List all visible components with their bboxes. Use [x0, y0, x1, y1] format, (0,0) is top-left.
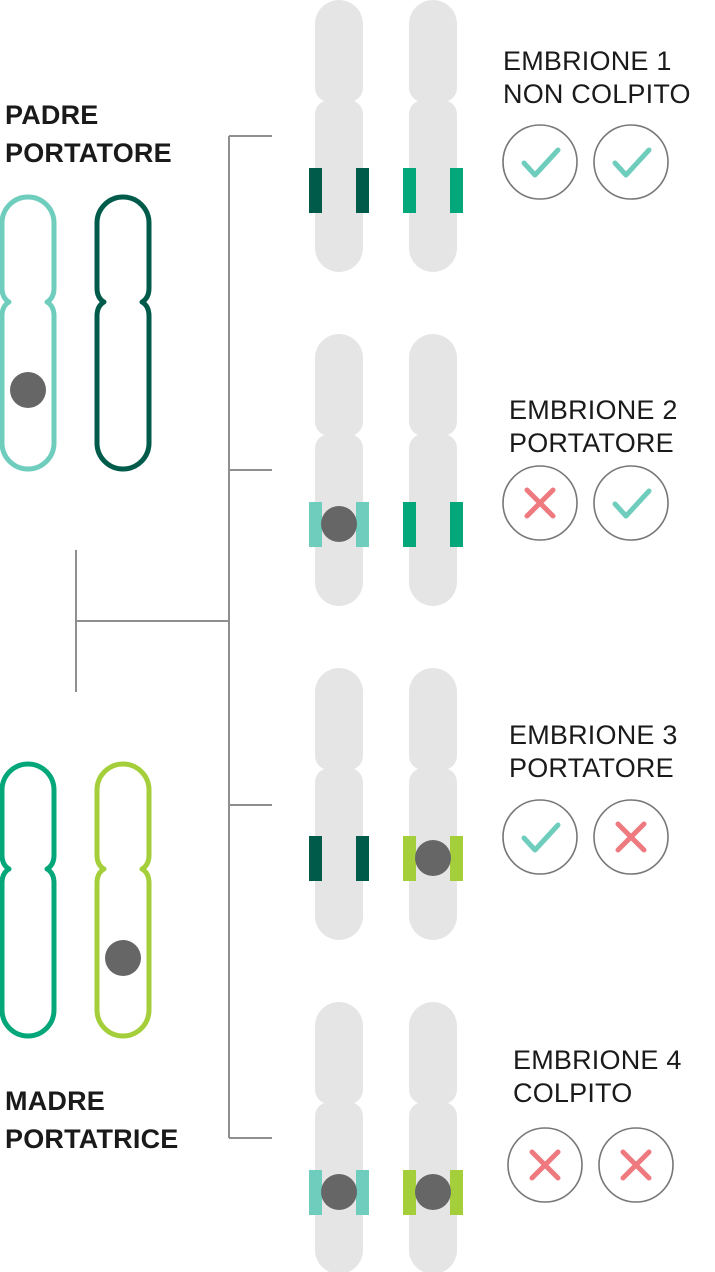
parent-chromosomes [0, 194, 152, 1039]
mother-chromosome-1-outline [0, 761, 57, 1039]
embryo-2-label-line2: PORTATORE [509, 428, 674, 458]
embryo-2-right-band-b [450, 502, 463, 547]
embryo-4-right-band-b [450, 1170, 463, 1215]
embryo-3-label-line1: EMBRIONE 3 [509, 720, 678, 750]
embryo-3-left-band-b [356, 836, 369, 881]
embryo-3-marker-1-check-icon [521, 822, 561, 853]
embryo-1 [309, 0, 669, 272]
embryo-4-marker-2 [598, 1127, 674, 1203]
embryo-rows [309, 0, 674, 1272]
father-label: PADRE PORTATORE [5, 96, 172, 172]
embryo-1-chromosome-left [315, 0, 363, 272]
embryo-2-right-band-a [403, 502, 416, 547]
father-chromosome-1 [0, 194, 57, 472]
embryo-3-left-band-a [309, 836, 322, 881]
embryo-2-label: EMBRIONE 2 PORTATORE [509, 394, 678, 460]
embryo-2 [309, 334, 669, 606]
embryo-4-left-band-b [356, 1170, 369, 1215]
mother-label-line1: MADRE [5, 1086, 105, 1116]
embryo-1-right-band-a [403, 168, 416, 213]
embryo-1-left-band-b [356, 168, 369, 213]
embryo-4-chromosome-right [409, 1002, 457, 1272]
embryo-3 [309, 668, 669, 940]
embryo-3-label-line2: PORTATORE [509, 753, 674, 783]
embryo-2-left-mutation-dot [321, 506, 357, 542]
embryo-2-left-band-b [356, 502, 369, 547]
embryo-4-right-band-a [403, 1170, 416, 1215]
embryo-1-marker-1-circle [502, 124, 578, 200]
embryo-3-marker-2-cross-icon [615, 821, 647, 853]
embryo-1-marker-1-check-icon [521, 147, 561, 178]
embryo-1-label: EMBRIONE 1 NON COLPITO [503, 45, 691, 111]
embryo-2-marker-2-check-icon [612, 488, 652, 519]
embryo-3-chromosome-left [315, 668, 363, 940]
embryo-1-label-line2: NON COLPITO [503, 79, 691, 109]
embryo-3-marker-1-circle [502, 799, 578, 875]
father-chromosome-1-mutation-dot [10, 372, 46, 408]
mother-chromosome-2-outline [94, 761, 152, 1039]
embryo-3-label: EMBRIONE 3 PORTATORE [509, 719, 678, 785]
embryo-3-right-mutation-dot [415, 840, 451, 876]
embryo-2-chromosome-left [315, 334, 363, 606]
tree-connector-lines [75, 135, 272, 1139]
embryo-1-left-band-a [309, 168, 322, 213]
mother-chromosome-2 [94, 761, 152, 1039]
embryo-4-right-mutation-dot [415, 1174, 451, 1210]
embryo-4-marker-1 [507, 1127, 583, 1203]
embryo-1-marker-2-circle [593, 124, 669, 200]
father-chromosome-2 [94, 194, 152, 472]
embryo-3-right-band-a [403, 836, 416, 881]
embryo-2-label-line1: EMBRIONE 2 [509, 395, 678, 425]
mother-chromosome-1 [0, 761, 57, 1039]
father-label-line1: PADRE [5, 100, 99, 130]
embryo-4-label: EMBRIONE 4 COLPITO [513, 1044, 682, 1110]
embryo-1-label-line1: EMBRIONE 1 [503, 46, 672, 76]
embryo-2-marker-2 [593, 465, 669, 541]
embryo-4-label-line2: COLPITO [513, 1078, 633, 1108]
mother-chromosome-2-mutation-dot [105, 940, 141, 976]
embryo-2-left-band-a [309, 502, 322, 547]
father-chromosome-1-outline [0, 194, 57, 472]
embryo-4-left-mutation-dot [321, 1174, 357, 1210]
embryo-4-left-band-a [309, 1170, 322, 1215]
embryo-1-chromosome-right [409, 0, 457, 272]
embryo-4-chromosome-left [315, 1002, 363, 1272]
embryo-4-marker-2-cross-icon [620, 1149, 652, 1181]
embryo-2-chromosome-right [409, 334, 457, 606]
embryo-2-marker-1-cross-icon [524, 487, 556, 519]
embryo-4-marker-1-cross-icon [529, 1149, 561, 1181]
embryo-1-marker-2 [593, 124, 669, 200]
father-label-line2: PORTATORE [5, 138, 172, 168]
embryo-1-marker-2-check-icon [612, 147, 652, 178]
embryo-1-right-band-b [450, 168, 463, 213]
embryo-3-right-band-b [450, 836, 463, 881]
mother-label-line2: PORTATRICE [5, 1124, 179, 1154]
father-chromosome-2-outline [94, 194, 152, 472]
embryo-1-marker-1 [502, 124, 578, 200]
embryo-3-chromosome-right [409, 668, 457, 940]
embryo-4-label-line1: EMBRIONE 4 [513, 1045, 682, 1075]
embryo-4 [309, 1002, 674, 1272]
embryo-3-marker-2 [593, 799, 669, 875]
mother-label: MADRE PORTATRICE [5, 1082, 179, 1158]
embryo-2-marker-2-circle [593, 465, 669, 541]
embryo-2-marker-1 [502, 465, 578, 541]
embryo-3-marker-1 [502, 799, 578, 875]
